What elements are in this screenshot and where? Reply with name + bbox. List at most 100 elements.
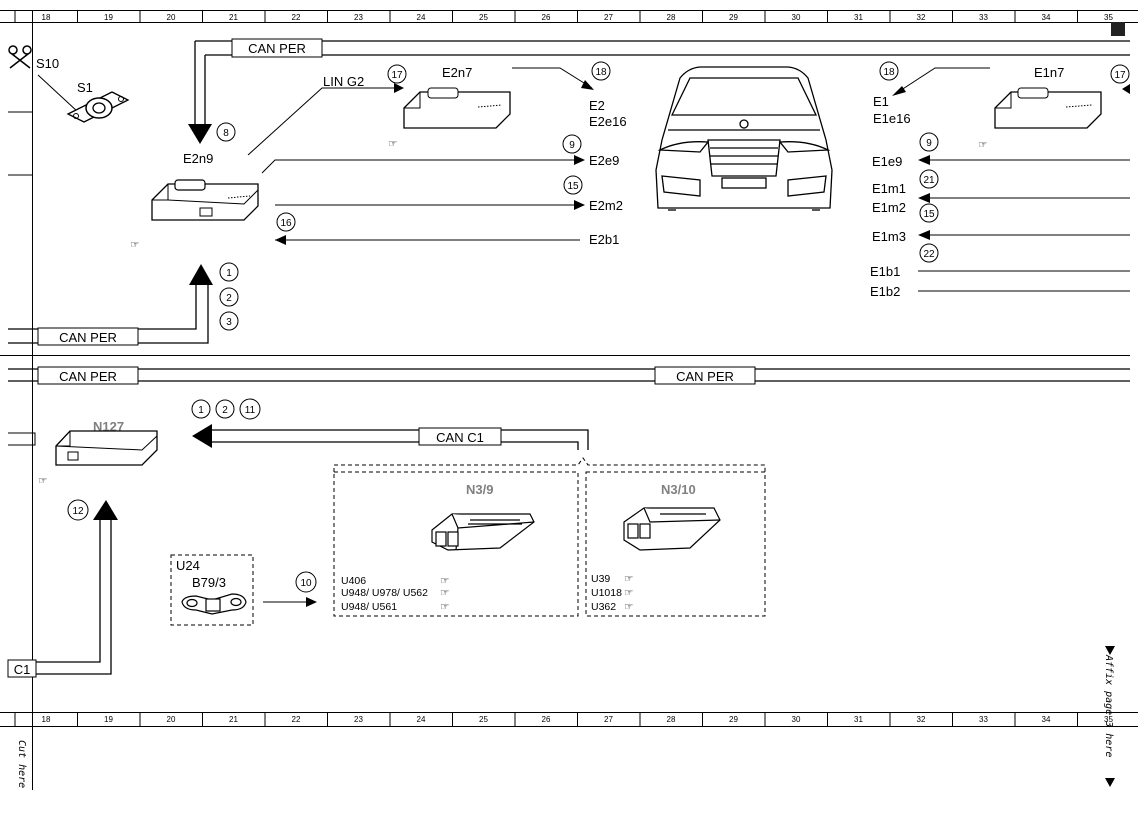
e1n7-label: E1n7: [1034, 65, 1064, 80]
circle-18-left: 18: [595, 67, 607, 78]
grid-column-label: 20: [167, 715, 176, 724]
circle-15-right: 15: [923, 209, 935, 220]
e1-label: E1: [873, 94, 889, 109]
circle-10: 10: [300, 578, 312, 589]
reference-hand-icon-n3-10-2: ☞: [624, 587, 633, 599]
reference-hand-icon-4: ☞: [38, 475, 47, 487]
reference-hand-icon-n3-10-1: ☞: [624, 573, 633, 585]
can-c1-bus: 1 2 11 CAN C1: [191, 398, 589, 450]
e1b2-label: E1b2: [870, 284, 900, 299]
grid-column-label: 31: [854, 13, 863, 22]
reference-hand-icon-2: ☞: [388, 138, 397, 150]
sensor-bracket-icon: [181, 593, 247, 615]
lin-g2-label: LIN G2: [323, 74, 364, 89]
grid-column-label: 30: [792, 13, 801, 22]
n3-10-engine-control-unit: N3/10 U39 U1018 U362 ☞ ☞ ☞: [585, 471, 766, 617]
n127-control-module: N127: [8, 419, 158, 466]
c1-label: C1: [14, 662, 31, 677]
grid-column-label: 32: [917, 13, 926, 22]
reference-hand-icon-1: ☞: [130, 239, 139, 251]
vehicle-front-view-icon: [655, 66, 833, 211]
grid-column-label: 33: [979, 715, 988, 724]
grid-column-label: 28: [667, 13, 676, 22]
e2n9-control-module: 8 E2n9: [151, 122, 259, 221]
scissors-icon: [8, 45, 32, 69]
can-per-bus-middle: CAN PER CAN PER: [8, 366, 1130, 385]
reference-hand-icon-n3-9-1: ☞: [440, 575, 449, 587]
e2-label: E2: [589, 98, 605, 113]
ecu-icon-n3-9: [431, 513, 535, 551]
e2e9-label: E2e9: [589, 153, 619, 168]
grid-column-label: 35: [1104, 715, 1113, 724]
e1e9-label: E1e9: [872, 154, 902, 169]
circle-1-can-c1: 1: [198, 405, 204, 416]
circle-1: 1: [226, 268, 232, 279]
can-per-label-top: CAN PER: [248, 41, 306, 56]
n127-label: N127: [93, 419, 124, 434]
grid-column-label: 24: [417, 715, 426, 724]
n3-10-variant-2: U1018: [591, 587, 622, 599]
can-per-bus-left-upper: CAN PER: [8, 264, 213, 346]
n3-9-engine-control-unit: N3/9 U406 U948/ U978/ U562 U948/ U561 ☞ …: [333, 471, 579, 617]
grid-column-label: 29: [729, 13, 738, 22]
grid-column-label: 34: [1042, 13, 1051, 22]
grid-column-label: 20: [167, 13, 176, 22]
circle-22: 22: [923, 249, 935, 260]
can-per-label-middle-right: CAN PER: [676, 369, 734, 384]
grid-column-label: 33: [979, 13, 988, 22]
e1m1-label: E1m1: [872, 181, 906, 196]
s10-label: S10: [36, 56, 59, 71]
e2m2-label: E2m2: [589, 198, 623, 213]
circle-9-left: 9: [569, 140, 575, 151]
grid-column-label: 25: [479, 715, 488, 724]
s1-label: S1: [77, 80, 93, 95]
grid-column-label: 30: [792, 715, 801, 724]
circle-17-left: 17: [391, 70, 403, 81]
grid-column-label: 23: [354, 13, 363, 22]
grid-column-label: 19: [104, 715, 113, 724]
can-c1-label: CAN C1: [436, 430, 484, 445]
grid-column-label: 34: [1042, 715, 1051, 724]
e2n7-control-module: 17 E2n7: [387, 64, 511, 129]
cut-here-note: Cut here: [16, 740, 27, 788]
e1b1-label: E1b1: [870, 264, 900, 279]
grid-column-label: 18: [42, 13, 51, 22]
e1m2-label: E1m2: [872, 200, 906, 215]
grid-column-label: 28: [667, 715, 676, 724]
grid-column-label: 32: [917, 715, 926, 724]
can-per-label-left-upper: CAN PER: [59, 330, 117, 345]
circle-12: 12: [72, 506, 84, 517]
grid-column-label: 26: [542, 13, 551, 22]
ecu-icon-n3-10: [623, 507, 721, 551]
circle-11: 11: [245, 405, 256, 416]
circle-2-can-c1: 2: [222, 405, 228, 416]
reference-hand-icon-n3-10-3: ☞: [624, 601, 633, 613]
ignition-switch-icon: [66, 91, 130, 123]
reference-hand-icon-n3-9-3: ☞: [440, 601, 449, 613]
grid-column-label: 23: [354, 715, 363, 724]
can-per-bus-top: CAN PER: [188, 22, 1130, 144]
circle-15-left: 15: [567, 181, 579, 192]
affix-page-note: Affix page 3 here: [1103, 654, 1114, 757]
n3-9-variant-1: U406: [341, 575, 366, 587]
grid-column-label: 35: [1104, 13, 1113, 22]
grid-column-label: 18: [42, 715, 51, 724]
grid-column-label: 29: [729, 715, 738, 724]
reference-hand-icon-n3-9-2: ☞: [440, 587, 449, 599]
n3-10-variant-3: U362: [591, 601, 616, 613]
reference-hand-icon-3: ☞: [978, 139, 987, 151]
e1n7-control-module: E1n7 17: [994, 64, 1130, 129]
b79-3-label: B79/3: [192, 575, 226, 590]
circle-8: 8: [223, 128, 229, 139]
n3-9-variant-3: U948/ U561: [341, 601, 397, 613]
circle-2: 2: [226, 293, 232, 304]
n3-10-variant-1: U39: [591, 573, 610, 585]
grid-column-label: 21: [229, 13, 238, 22]
triangle-marker-icon: [1105, 646, 1115, 655]
grid-column-label: 26: [542, 715, 551, 724]
u24-label: U24: [176, 558, 200, 573]
circle-17-right: 17: [1114, 70, 1126, 81]
grid-column-label: 27: [604, 715, 613, 724]
